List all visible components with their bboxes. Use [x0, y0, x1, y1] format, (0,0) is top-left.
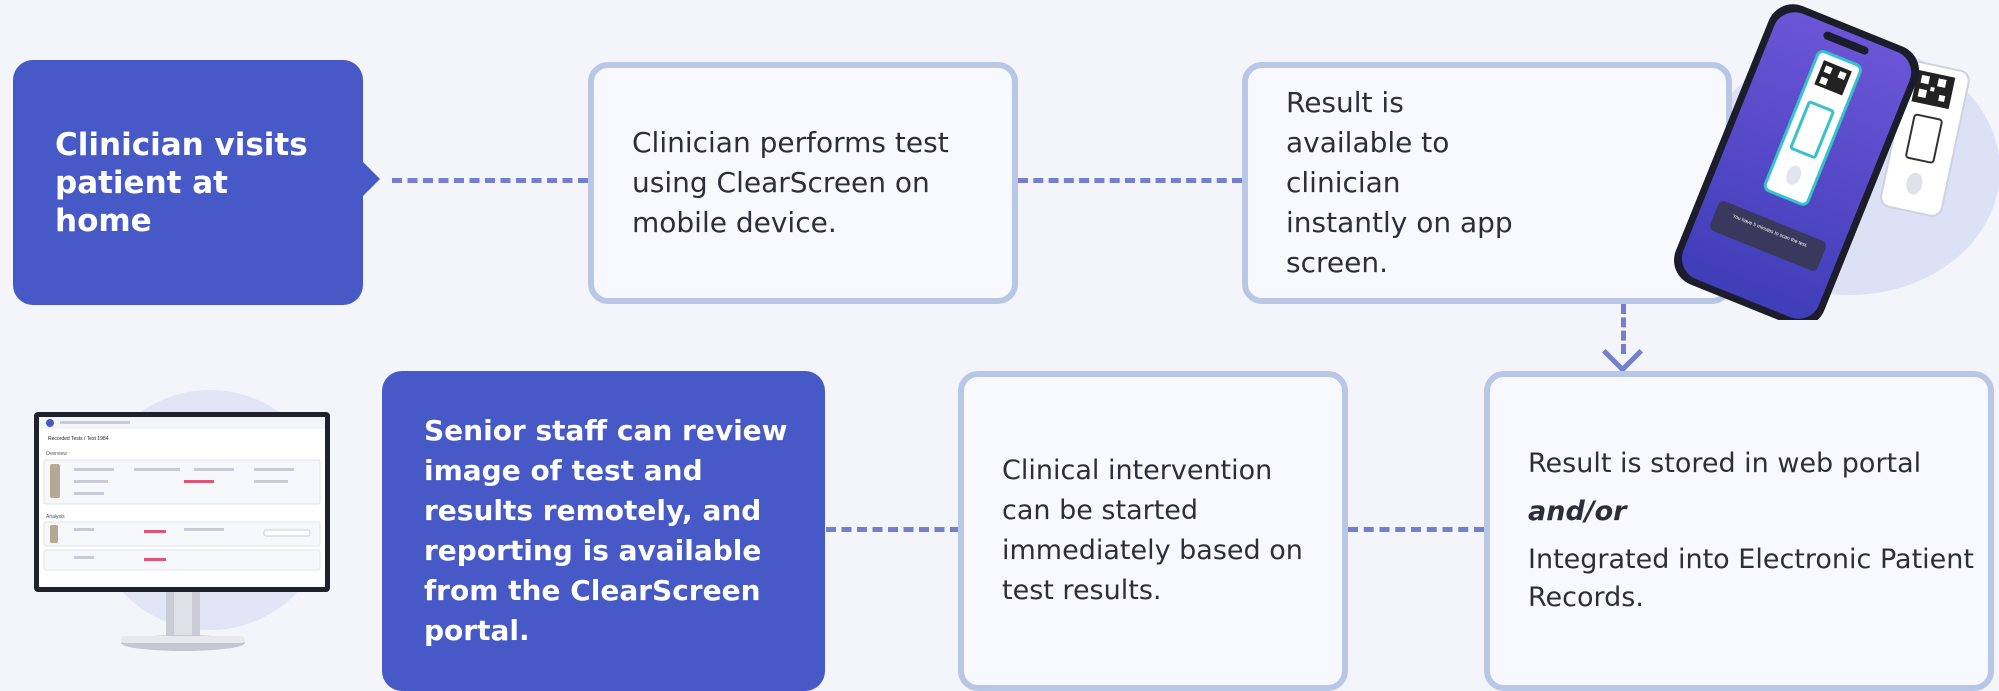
step-result-stored-content: Result is stored in web portal and/or In…	[1528, 445, 1978, 617]
portal-section-overview: Overview	[46, 451, 67, 457]
step-clinical-intervention: Clinical intervention can be started imm…	[958, 371, 1348, 691]
portal-title: Recorded Tests / Test 1984	[48, 436, 109, 442]
step-result-stored-line2: and/or	[1528, 496, 1627, 527]
phone-illustration: You have 5 minutes to scan the test.	[1674, 4, 1970, 320]
step-performs-test: Clinician performs test using ClearScree…	[588, 62, 1018, 304]
connector-step3-step4	[1621, 304, 1626, 354]
connector-step1-step2	[392, 178, 588, 183]
step-clinician-visits-text: Clinician visits patient at home	[55, 126, 308, 239]
portal-section-analysis: Analysis	[46, 514, 65, 520]
portal-logo-icon	[46, 419, 54, 427]
monitor-illustration: Recorded Tests / Test 1984 Overview Anal…	[34, 412, 330, 651]
step-clinical-intervention-text: Clinical intervention can be started imm…	[1002, 455, 1303, 606]
step-performs-test-text: Clinician performs test using ClearScree…	[632, 126, 949, 239]
step-result-available-text: Result is available to clinician instant…	[1286, 86, 1513, 279]
connector-step5-step6	[826, 527, 960, 532]
connector-step2-step3	[1018, 178, 1242, 183]
arrow-down-icon	[1601, 331, 1644, 374]
connector-step4-step5	[1348, 527, 1484, 532]
step-clinician-visits-pointer	[362, 161, 380, 197]
step-result-stored-line1: Result is stored in web portal	[1528, 448, 1922, 479]
step-clinician-visits: Clinician visits patient at home	[13, 60, 363, 305]
step-result-stored-line3: Integrated into Electronic Patient Recor…	[1528, 544, 1974, 613]
step-result-available: Result is available to clinician instant…	[1242, 62, 1732, 304]
phone-qr-code-icon	[1814, 60, 1852, 96]
step-senior-staff-review: Senior staff can review image of test an…	[382, 371, 825, 691]
step-result-stored: Result is stored in web portal and/or In…	[1484, 371, 1994, 691]
step-senior-staff-review-text: Senior staff can review image of test an…	[424, 414, 788, 647]
